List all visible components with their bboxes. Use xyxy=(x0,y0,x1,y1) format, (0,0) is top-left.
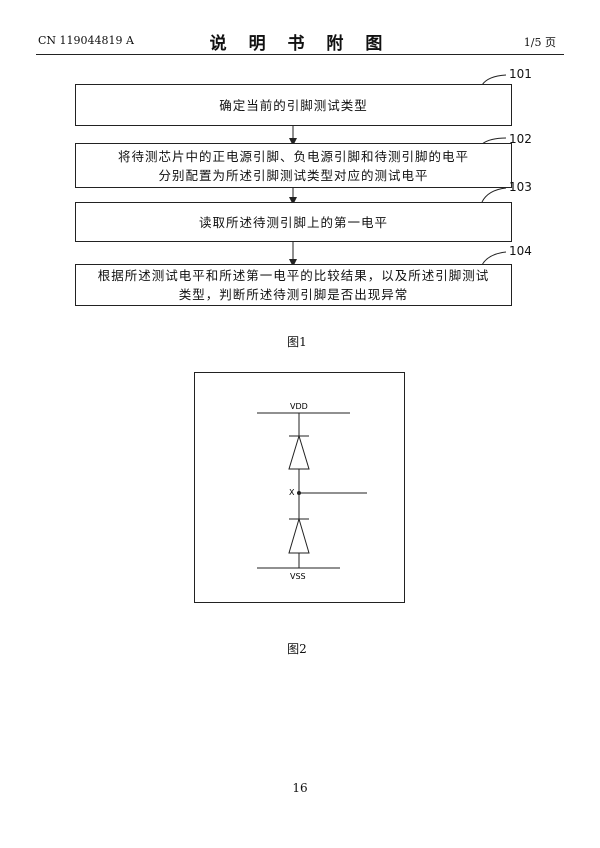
vdd-label: VDD xyxy=(290,402,308,411)
publication-number: CN 119044819 A xyxy=(38,34,134,47)
flow-step-104: 根据所述测试电平和所述第一电平的比较结果，以及所述引脚测试 类型，判断所述待测引… xyxy=(75,264,512,306)
step-text: 确定当前的引脚测试类型 xyxy=(219,97,368,113)
ref-label-103: 103 xyxy=(509,180,532,194)
figure1-caption: 图1 xyxy=(287,335,307,349)
section-title: 说 明 书 附 图 xyxy=(209,34,391,54)
step-text: 读取所述待测引脚上的第一电平 xyxy=(198,214,388,230)
diode-circuit: VDD X VSS xyxy=(257,402,367,581)
ref-label-101: 101 xyxy=(509,67,532,81)
flowchart-connectors xyxy=(289,74,507,267)
page-number: 16 xyxy=(292,781,308,795)
diode-lower-icon xyxy=(288,517,310,554)
ref-label-102: 102 xyxy=(509,132,532,146)
ref-label-104: 104 xyxy=(509,244,532,258)
step-text: 将待测芯片中的正电源引脚、负电源引脚和待测引脚的电平 xyxy=(117,148,469,164)
figure2-caption: 图2 xyxy=(287,642,307,656)
node-x-label: X xyxy=(289,488,295,497)
vss-label: VSS xyxy=(290,572,306,581)
leader-101 xyxy=(481,74,507,86)
diode-upper-icon xyxy=(288,434,310,470)
page-index: 1/5 页 xyxy=(523,36,556,49)
step-text: 类型，判断所述待测引脚是否出现异常 xyxy=(178,287,409,302)
header-rule xyxy=(36,54,564,55)
figure2-frame: VDD X VSS xyxy=(194,372,405,603)
flow-step-103: 读取所述待测引脚上的第一电平 xyxy=(75,202,512,242)
step-text: 分别配置为所述引脚测试类型对应的测试电平 xyxy=(158,167,429,183)
leader-103 xyxy=(481,187,507,203)
step-text: 根据所述测试电平和所述第一电平的比较结果，以及所述引脚测试 xyxy=(97,268,490,283)
flow-step-102: 将待测芯片中的正电源引脚、负电源引脚和待测引脚的电平 分别配置为所述引脚测试类型… xyxy=(75,143,512,188)
flow-step-101: 确定当前的引脚测试类型 xyxy=(75,84,512,126)
leader-104 xyxy=(481,251,507,266)
